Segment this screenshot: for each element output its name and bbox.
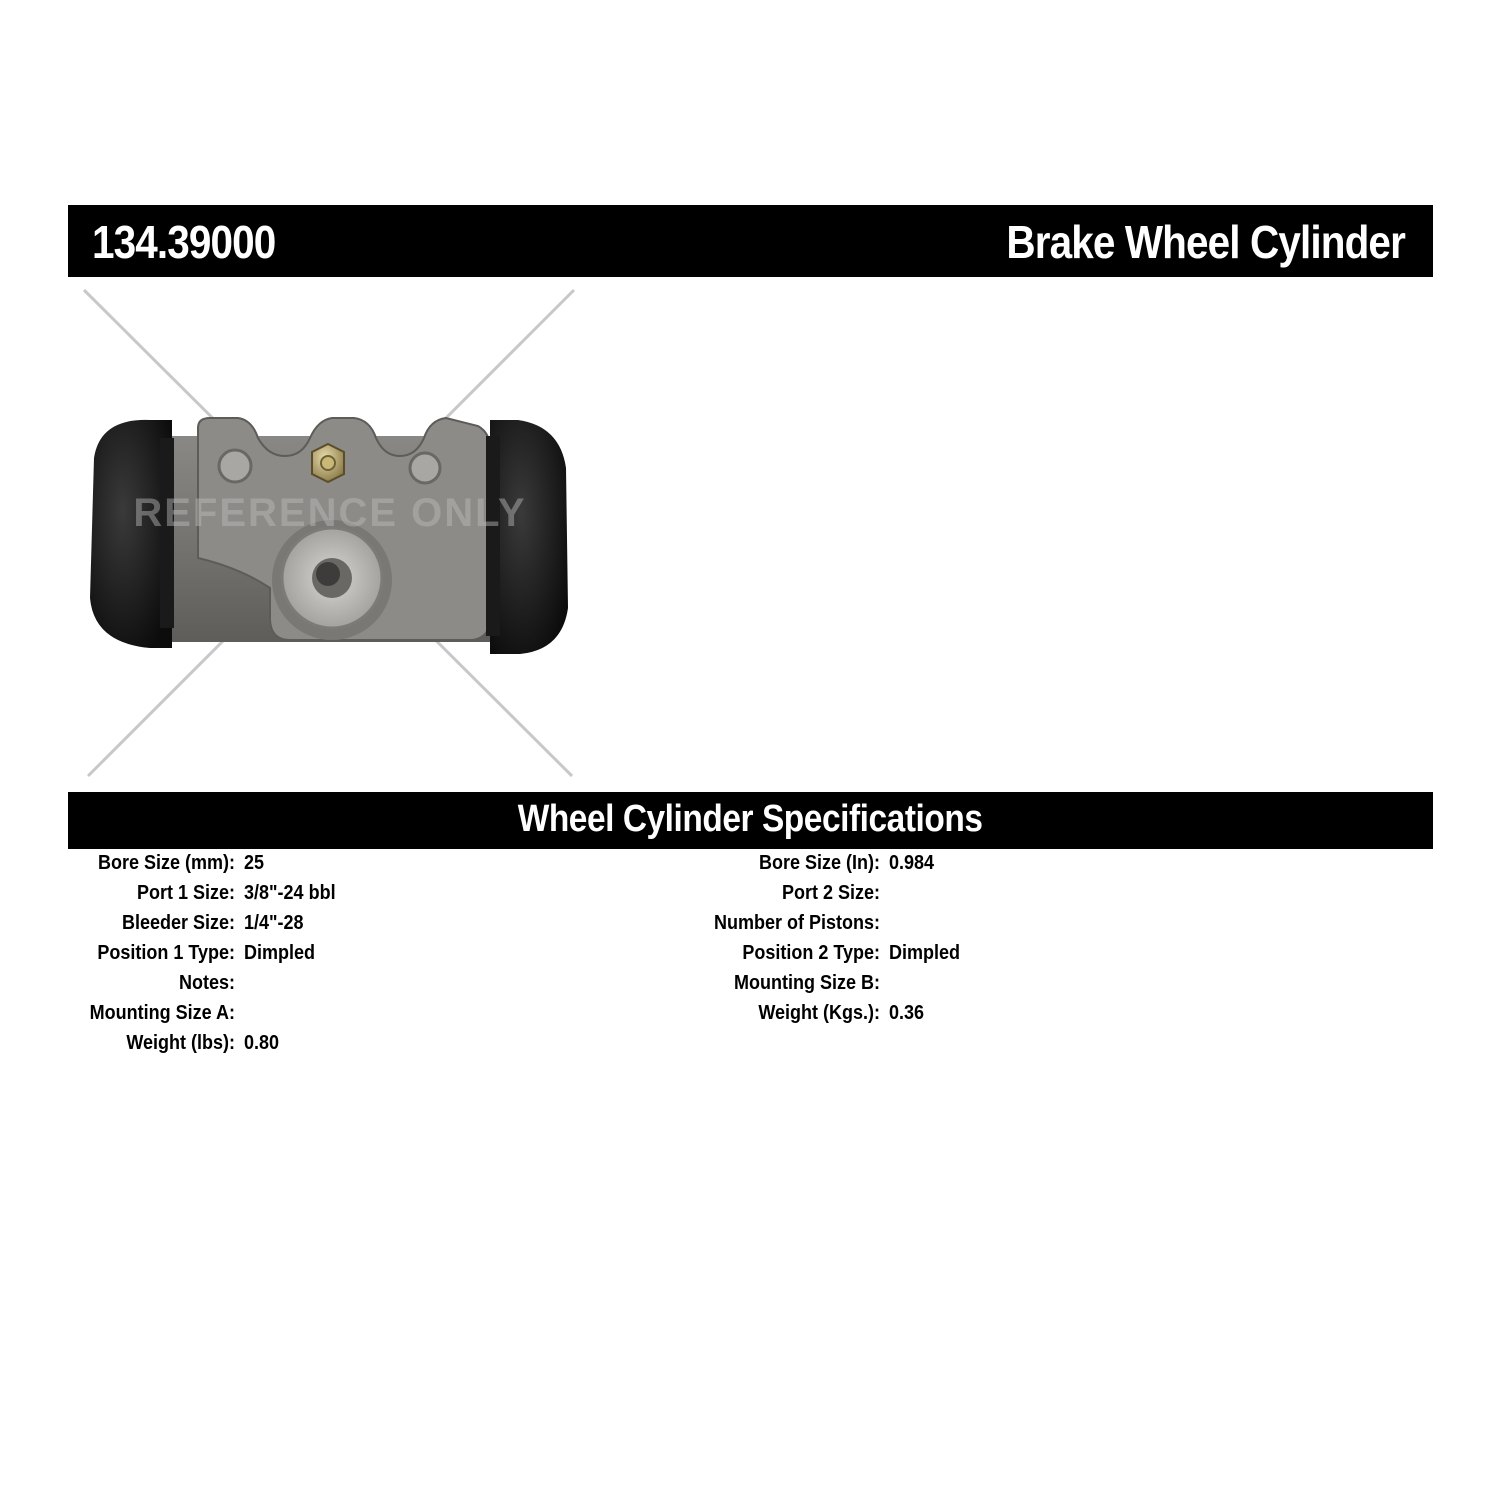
spec-row: Bore Size (mm): 25 — [0, 852, 1500, 882]
spec-label: Mounting Size B: — [734, 972, 880, 994]
spec-row: Position 1 Type: Dimpled — [0, 942, 1500, 972]
specifications-bar: Wheel Cylinder Specifications — [68, 792, 1433, 849]
spec-label: Mounting Size A: — [89, 1002, 235, 1024]
mounting-hole — [408, 451, 442, 485]
spec-label: Number of Pistons: — [713, 912, 880, 934]
left-dust-boot — [90, 419, 172, 648]
spec-row: Bleeder Size: 1/4"-28 — [0, 912, 1500, 942]
spec-label: Port 2 Size: — [781, 882, 880, 904]
spec-label: Weight (lbs): — [126, 1032, 235, 1054]
bleeder-screw — [320, 455, 336, 471]
spec-value: 0.80 — [244, 1032, 280, 1054]
spec-value: 3/8"-24 bbl — [244, 882, 336, 904]
spec-value: 0.984 — [889, 852, 935, 874]
spec-label: Position 2 Type: — [742, 942, 880, 964]
product-title: Brake Wheel Cylinder — [1006, 216, 1405, 268]
spec-row: Port 2 Size: — [0, 882, 1500, 912]
mounting-hole — [217, 448, 253, 484]
inlet-port-bore — [316, 562, 340, 586]
spec-value: Dimpled — [244, 942, 316, 964]
specifications-title: Wheel Cylinder Specifications — [518, 798, 983, 840]
spec-value: 1/4"-28 — [244, 912, 304, 934]
spec-row: Mounting Size A: — [0, 1002, 1500, 1032]
spec-row: Mounting Size B: — [0, 972, 1500, 1002]
spec-label: Bore Size (In): — [758, 852, 880, 874]
right-dust-boot — [490, 420, 568, 654]
spec-row: Number of Pistons: — [0, 912, 1500, 942]
spec-row: Position 2 Type: Dimpled — [0, 942, 1500, 972]
spec-label: Bleeder Size: — [121, 912, 235, 934]
right-boot-rim — [486, 436, 500, 636]
spec-row: Notes: — [0, 972, 1500, 1002]
spec-row: Weight (lbs): 0.80 — [0, 1032, 1500, 1062]
spec-row: Bore Size (In): 0.984 — [0, 852, 1500, 882]
spec-value: Dimpled — [889, 942, 961, 964]
spec-label: Port 1 Size: — [136, 882, 235, 904]
spec-value: 25 — [244, 852, 265, 874]
spec-label: Weight (Kgs.): — [758, 1002, 880, 1024]
reference-watermark: REFERENCE ONLY — [133, 491, 526, 535]
left-boot-rim — [160, 438, 174, 628]
spec-value: 0.36 — [889, 1002, 925, 1024]
spec-row: Weight (Kgs.): 0.36 — [0, 1002, 1500, 1032]
header-bar: 134.39000 Brake Wheel Cylinder — [68, 205, 1433, 277]
product-image: REFERENCE ONLY — [80, 288, 580, 778]
spec-label: Position 1 Type: — [97, 942, 235, 964]
spec-label: Notes: — [178, 972, 235, 994]
spec-label: Bore Size (mm): — [97, 852, 235, 874]
wheel-cylinder-illustration: REFERENCE ONLY — [82, 288, 576, 778]
part-number: 134.39000 — [92, 216, 276, 268]
spec-row: Port 1 Size: 3/8"-24 bbl — [0, 882, 1500, 912]
